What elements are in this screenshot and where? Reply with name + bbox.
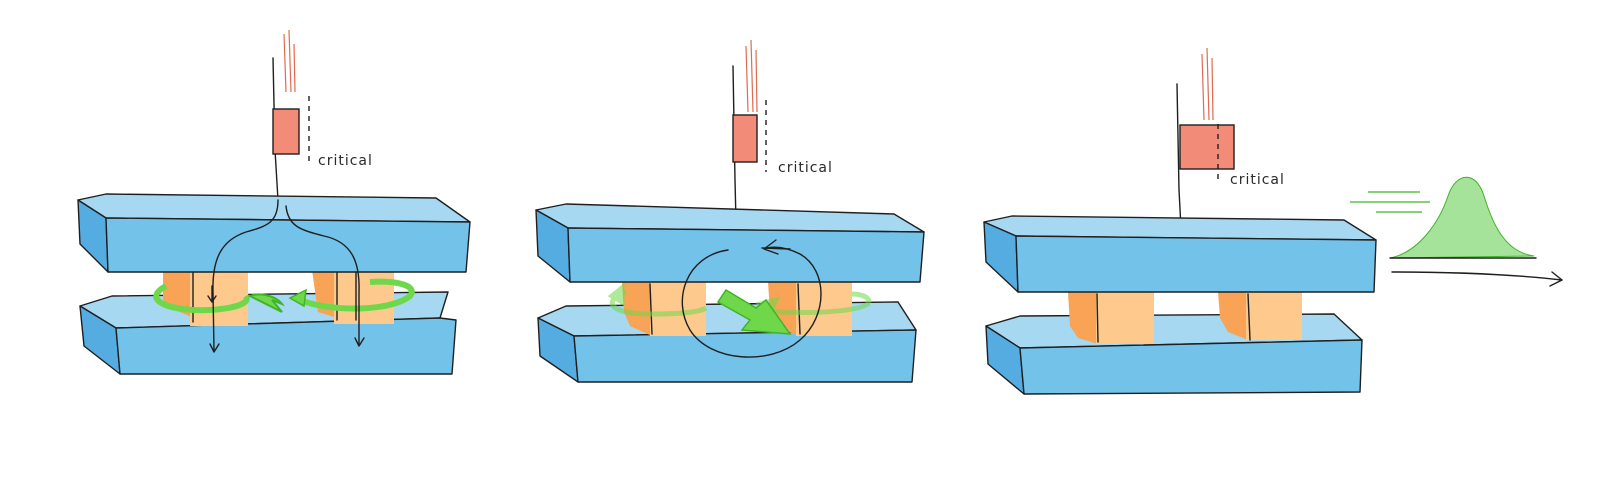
panel-3-speed-lines [1350,191,1430,213]
panel-3-lower-slab [985,313,1363,395]
panel-3-post-right [1218,292,1302,341]
panel-2-upper-slab [535,203,925,283]
panel-3-stress-bar [1179,124,1235,170]
panel-1-swirl-right [288,278,415,312]
panel-1: critical [77,29,471,375]
panel-3-upper-slab [983,215,1377,293]
panel-3-motion-lines [1201,47,1214,121]
panel-3: critical [983,47,1563,395]
panel-1-motion-lines [283,29,296,93]
panel-1-critical-label: critical [318,153,373,169]
panel-3-distribution-curve [1389,176,1537,259]
panel-3-post-left [1068,292,1154,344]
panel-1-stress-bar [272,108,300,155]
panel-3-critical-label: critical [1230,172,1285,188]
panel-1-post-left [163,270,248,326]
panel-2-circulation-loop [681,239,822,358]
panel-2-stress-bar [732,114,758,163]
panel-2-motion-lines [745,39,758,113]
panel-2-big-arrow [716,288,792,335]
panel-2-critical-label: critical [778,160,833,176]
panel-1-swirl-left [153,283,285,314]
panel-2: critical [535,39,925,383]
panel-2-post-left [622,282,706,336]
panel-2-lower-slab [537,301,917,383]
panel-1-flow-arrows [207,199,365,353]
panel-1-upper-slab [77,193,471,273]
panel-3-axis-arrow [1391,271,1563,287]
